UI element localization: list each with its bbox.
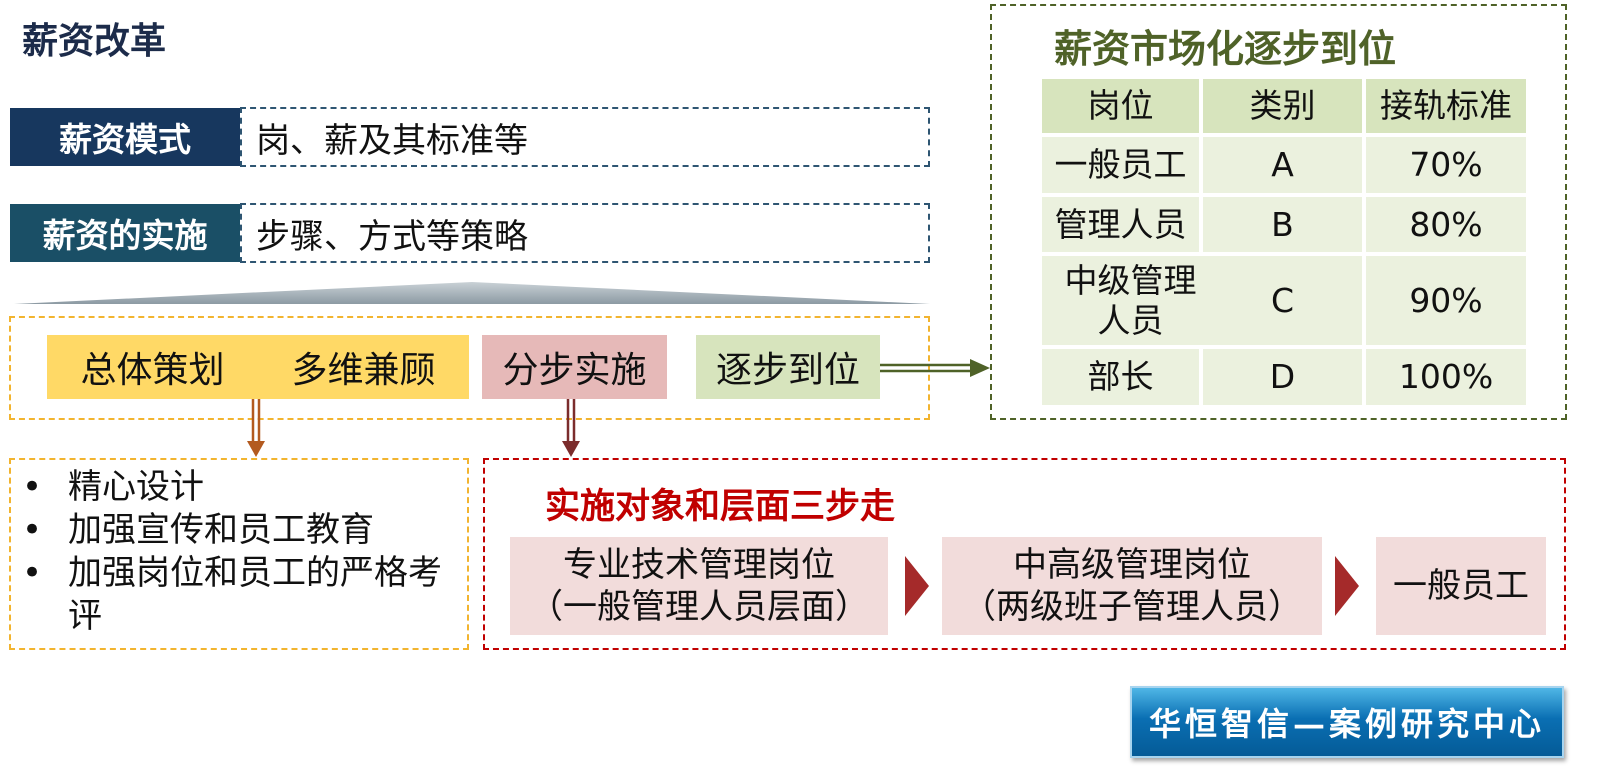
step-2-line2: （两级班子管理人员） <box>962 587 1302 627</box>
step-1-box: 专业技术管理岗位 （一般管理人员层面） <box>510 537 888 635</box>
expansion-wedge <box>14 282 930 304</box>
tag-overall-planning: 总体策划 多维兼顾 <box>47 335 469 399</box>
steps-title: 实施对象和层面三步走 <box>545 487 896 527</box>
tag-multi-label: 多维兼顾 <box>291 350 436 391</box>
desc-salary-implementation: 步骤、方式等策略 <box>240 203 930 263</box>
table-header-category: 类别 <box>1203 79 1362 133</box>
tag-step-implementation: 分步实施 <box>482 335 667 399</box>
step-1-line1: 专业技术管理岗位 <box>563 545 835 585</box>
table-cell: 90% <box>1366 256 1526 345</box>
arrow-right-green <box>880 359 990 377</box>
table-cell: 部长 <box>1042 349 1199 405</box>
measures-frame <box>9 458 469 650</box>
list-item: 加强宣传和员工教育 <box>20 509 460 552</box>
table-cell: 中级管理人员 <box>1042 256 1219 345</box>
label-salary-mode: 薪资模式 <box>10 108 240 166</box>
arrow-down-red <box>562 399 580 457</box>
measures-list: 精心设计 加强宣传和员工教育 加强岗位和员工的严格考评 <box>20 466 460 638</box>
step-1-line2: （一般管理人员层面） <box>529 587 869 627</box>
step-2-box: 中高级管理岗位 （两级班子管理人员） <box>942 537 1322 635</box>
market-frame <box>990 4 1567 420</box>
step-3-line1: 一般员工 <box>1393 566 1529 606</box>
table-cell: 80% <box>1366 197 1526 252</box>
table-header-position: 岗位 <box>1042 79 1199 133</box>
steps-frame <box>483 458 1566 650</box>
table-cell: A <box>1203 137 1362 193</box>
step-2-line1: 中高级管理岗位 <box>1013 545 1251 585</box>
table-cell: 一般员工 <box>1042 137 1199 193</box>
step-arrow-1 <box>905 556 929 616</box>
label-salary-implementation: 薪资的实施 <box>10 204 240 262</box>
page-title: 薪资改革 <box>22 21 167 62</box>
list-item: 精心设计 <box>20 466 460 509</box>
table-cell: 70% <box>1366 137 1526 193</box>
desc-salary-mode: 岗、薪及其标准等 <box>240 107 930 167</box>
step-3-box: 一般员工 <box>1376 537 1546 635</box>
table-cell: B <box>1203 197 1362 252</box>
brand-logo: 华恒智信—案例研究中心 <box>1130 686 1564 758</box>
table-cell: D <box>1203 349 1362 405</box>
list-item: 加强岗位和员工的严格考评 <box>20 552 460 638</box>
tag-gradual: 逐步到位 <box>696 335 880 399</box>
table-cell: 100% <box>1366 349 1526 405</box>
market-title: 薪资市场化逐步到位 <box>1054 27 1397 71</box>
tag-overall-label: 总体策划 <box>80 350 225 391</box>
arrow-down-orange <box>247 399 265 457</box>
step-arrow-2 <box>1335 556 1359 616</box>
table-cell: 管理人员 <box>1042 197 1199 252</box>
strategy-frame <box>9 316 930 420</box>
table-cell: C <box>1203 256 1362 345</box>
table-header-standard: 接轨标准 <box>1366 79 1526 133</box>
